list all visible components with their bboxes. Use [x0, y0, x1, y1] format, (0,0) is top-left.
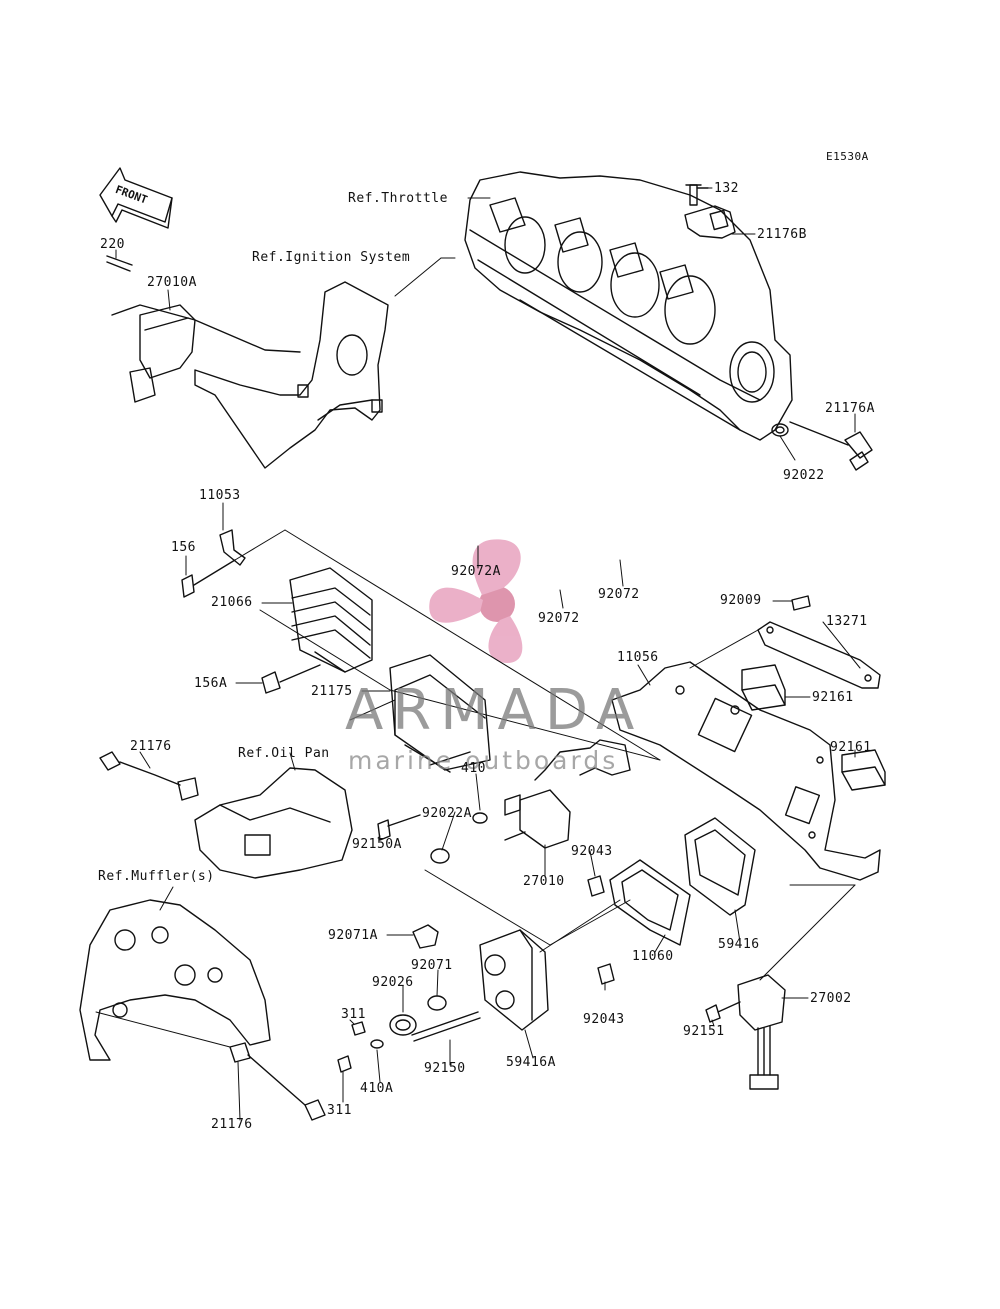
- ref-ignition-label: Ref.Ignition System: [252, 250, 411, 265]
- rubber-pad-92161-drawing: [741, 664, 886, 791]
- ecu-21175-drawing: [389, 654, 491, 773]
- part-label-11053: 11053: [199, 488, 241, 503]
- watermark-subtitle: marine outboards: [348, 746, 619, 775]
- part-label-92022a: 92022A: [422, 806, 472, 821]
- part-label-21176-upper: 21176: [130, 739, 172, 754]
- part-label-92072a: 92072A: [451, 564, 501, 579]
- part-label-11056: 11056: [617, 650, 659, 665]
- relay-27010-drawing: [377, 739, 631, 864]
- part-label-156: 156: [171, 540, 196, 555]
- part-label-220: 220: [100, 237, 125, 252]
- housing-59416a-drawing: [479, 929, 549, 1031]
- watermark-propeller-logo: [429, 539, 523, 663]
- part-label-21176b: 21176B: [757, 227, 807, 242]
- strap-13271-drawing: [757, 595, 881, 689]
- diagram-code: E1530A: [826, 150, 869, 163]
- ref-throttle-label: Ref.Throttle: [348, 191, 448, 206]
- part-label-92150: 92150: [424, 1061, 466, 1076]
- ref-oil-pan-label: Ref.Oil Pan: [238, 746, 330, 761]
- part-label-410: 410: [461, 761, 486, 776]
- part-label-27010a: 27010A: [147, 275, 197, 290]
- part-label-311-lower: 311: [327, 1103, 352, 1118]
- part-label-156a: 156A: [194, 676, 228, 691]
- throttle-body-drawing: [464, 171, 793, 441]
- part-label-21176a: 21176A: [825, 401, 875, 416]
- part-label-27010: 27010: [523, 874, 565, 889]
- sensor-21176-upper-drawing: [99, 751, 199, 801]
- part-label-410a: 410A: [360, 1081, 394, 1096]
- part-label-92161-lower: 92161: [830, 740, 872, 755]
- part-label-92071: 92071: [411, 958, 453, 973]
- part-label-92151: 92151: [683, 1024, 725, 1039]
- part-label-92071a: 92071A: [328, 928, 378, 943]
- leader-lines: [115, 187, 861, 1121]
- oil-pan-drawing: [194, 767, 353, 879]
- assembly-guide-lines: [95, 529, 856, 1048]
- part-label-59416a: 59416A: [506, 1055, 556, 1070]
- part-label-92072-right: 92072: [598, 587, 640, 602]
- part-label-92161-upper: 92161: [812, 690, 854, 705]
- part-label-59416: 59416: [718, 937, 760, 952]
- watermark-title: ARMADA: [345, 678, 644, 743]
- part-label-13271: 13271: [826, 614, 868, 629]
- part-label-92150a: 92150A: [352, 837, 402, 852]
- part-label-11060: 11060: [632, 949, 674, 964]
- part-label-21066: 21066: [211, 595, 253, 610]
- part-label-21176-lower: 21176: [211, 1117, 253, 1132]
- bracket-11053-drawing: [181, 529, 246, 598]
- sensor-21176a-drawing: [771, 421, 873, 471]
- ignition-bracket-drawing: [106, 255, 389, 469]
- collar-92043-drawing: [587, 875, 615, 985]
- part-label-311-upper: 311: [341, 1007, 366, 1022]
- part-label-132: 132: [714, 181, 739, 196]
- muffler-drawing: [79, 899, 271, 1061]
- part-label-92026: 92026: [372, 975, 414, 990]
- front-arrow-icon: [99, 167, 173, 229]
- part-label-92043-lower: 92043: [583, 1012, 625, 1027]
- part-label-21175: 21175: [311, 684, 353, 699]
- regulator-21066-drawing: [261, 567, 373, 694]
- part-label-92022: 92022: [783, 468, 825, 483]
- hardware-small-parts-drawing: [337, 924, 481, 1073]
- part-label-92072-left: 92072: [538, 611, 580, 626]
- sensor-21176-lower-drawing: [229, 1042, 326, 1121]
- part-label-92009: 92009: [720, 593, 762, 608]
- part-label-92043-upper: 92043: [571, 844, 613, 859]
- part-label-27002: 27002: [810, 991, 852, 1006]
- sensor-27002-drawing: [705, 974, 786, 1090]
- ref-muffler-label: Ref.Muffler(s): [98, 869, 215, 884]
- gasket-11060-drawing: [609, 859, 691, 946]
- mount-plate-11056-drawing: [611, 661, 881, 881]
- mount-59416-drawing: [684, 817, 756, 916]
